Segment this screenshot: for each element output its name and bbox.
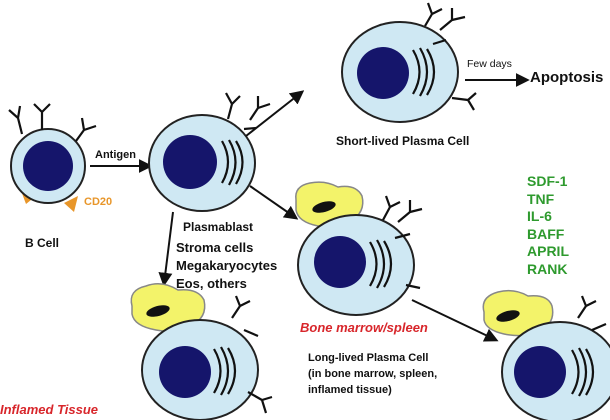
stroma-line-3: Eos, others [176,276,247,291]
bone-marrow-label: Bone marrow/spleen [300,320,428,335]
cytokine-item: IL-6 [527,208,552,224]
arrow-to-bone-marrow [249,185,299,220]
long-lived-plasma-cell [297,195,423,316]
antibody-icon [577,295,607,332]
long-lived-line-1: Long-lived Plasma Cell [308,352,429,364]
inflamed-tissue-label: Inflamed Tissue [0,402,99,417]
cytokine-item: SDF-1 [527,173,568,189]
long-lived-line-2: (in bone marrow, spleen, [308,368,438,380]
cd20-marker [64,196,78,212]
cytokine-item: APRIL [527,243,569,259]
inflamed-plasma-cell [141,295,273,420]
antigen-label: Antigen [95,149,136,161]
plasmablast-cell [148,92,271,212]
cytokine-item: TNF [527,190,555,207]
few-days-label: Few days [467,58,512,70]
apoptosis-label: Apoptosis [530,69,604,86]
er-lines-icon [213,346,237,396]
cd20-label: CD20 [84,196,113,208]
plasmablast-label: Plasmablast [183,220,254,234]
cytokine-list: SDF-1 TNF IL-6 BAFF APRIL RANK [527,173,569,278]
antibody-icon [424,2,477,111]
stroma-line-2: Megakaryocytes [176,258,278,273]
b-cell-label: B Cell [25,236,60,250]
short-lived-plasma-cell [341,2,477,123]
antibody-icon [231,295,273,414]
right-plasma-cell [501,295,610,420]
antibody-icon [8,103,97,142]
er-lines-icon [221,139,244,186]
inflamed-stroma [130,283,206,333]
er-lines-icon [412,47,436,97]
antibody-icon [225,92,271,131]
cytokine-item: BAFF [527,225,565,242]
arrow-to-right-cell [411,299,499,342]
right-stroma [482,289,554,337]
b-cell [8,103,97,212]
er-lines-icon [369,239,393,289]
er-lines-icon [571,347,595,397]
arrow-to-short-lived [245,90,305,137]
long-lived-line-3: inflamed tissue) [308,384,392,396]
arrow-to-inflamed [158,211,174,287]
stroma-line-1: Stroma cells [176,240,254,255]
antibody-icon [382,195,423,290]
cytokine-item: RANK [527,260,568,277]
short-lived-label: Short-lived Plasma Cell [336,134,470,148]
